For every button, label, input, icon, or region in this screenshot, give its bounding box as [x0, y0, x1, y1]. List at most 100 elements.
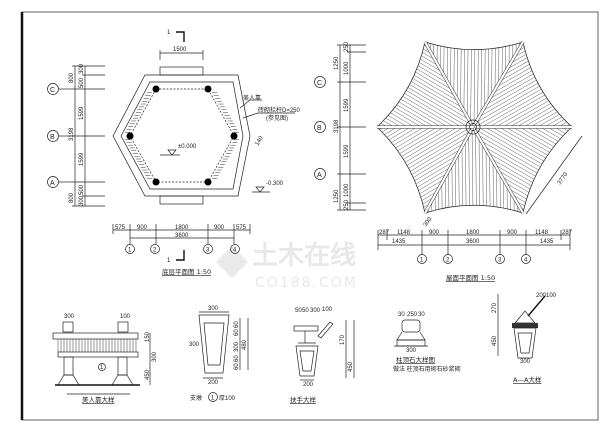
bench-detail: 1 300 100 150 300 450 美人靠大样 [52, 314, 158, 404]
hatch-line [399, 86, 469, 128]
outer-hexagon [112, 74, 251, 197]
hatch-line [392, 126, 438, 155]
hatch-line [386, 126, 418, 146]
axis-label: A [317, 172, 322, 179]
hatch-line [537, 111, 564, 128]
hatch-line [496, 167, 498, 213]
level-label: ±0.000 [178, 144, 197, 150]
level-symbol [160, 149, 180, 156]
drawing-title: 屋面平面图 1:50 [446, 274, 495, 282]
hatch-line [408, 71, 459, 102]
hatch-line [398, 89, 462, 128]
hatch-line [414, 59, 446, 78]
dim-label: 287 [562, 230, 573, 236]
axis-label: A [50, 180, 55, 187]
hatch-line [494, 42, 496, 90]
dim-label: 300 [64, 314, 75, 320]
dim-label: 500 [79, 184, 85, 195]
hatch-line [503, 58, 533, 76]
hatch-line [416, 56, 442, 72]
dim-label: 1599 [79, 106, 85, 120]
dim-label: 450 [145, 369, 151, 380]
hatch-line [413, 62, 449, 84]
dim-label: 300 [520, 359, 531, 365]
hatch-line [482, 143, 484, 213]
dim-label: 480 [242, 339, 248, 350]
roof-ridge-fill [472, 41, 524, 128]
column [152, 178, 160, 186]
dim-label: 250 [344, 41, 350, 52]
dim-label: 60 [234, 363, 240, 370]
dim-label: 900 [214, 225, 225, 231]
dim-label: 450 [348, 361, 354, 372]
dim-label: 30 [418, 312, 425, 318]
level-label: -0.300 [266, 181, 284, 187]
hatch-line [401, 83, 473, 126]
hatch-line [506, 55, 531, 70]
column [204, 178, 212, 186]
dim-label: 3770 [557, 171, 570, 186]
hatch-line [487, 152, 541, 184]
hatch-line [516, 103, 559, 128]
dim-label: 900 [429, 230, 440, 236]
hatch-line [409, 68, 456, 96]
hatch-line [384, 113, 408, 128]
hatch-line [413, 173, 448, 194]
dim-label: 450 [492, 335, 498, 346]
dim-label: 200 [303, 382, 314, 388]
detail-title: 厚100 [219, 395, 236, 402]
hatch-line [526, 126, 561, 147]
hatch-line [411, 65, 452, 90]
ground-floor-plan: 1 1 1500 ±0.000 -0.300 美人靠 砖砌栏杆D=250 (参见… [47, 30, 301, 276]
hatch-line [498, 170, 536, 193]
hatch-line [403, 137, 468, 176]
detail-title: 柱顶石大样图 [396, 355, 435, 364]
dim-label: 1148 [535, 230, 549, 236]
dim-label: 60 [234, 329, 240, 336]
axis-bubbles-rows: C B A [314, 76, 326, 180]
axis-label: 1 [420, 258, 424, 264]
dim-label: 1148 [397, 230, 411, 236]
pier-detail: 300 200 300 60 60 300 60 60 480 支墩 1 厚10… [189, 306, 249, 402]
hatch-line [386, 110, 415, 128]
note-label: 140 [255, 135, 266, 147]
dim-label: 300 [79, 63, 85, 74]
hatch-line [396, 92, 455, 128]
detail-title: A—A大样 [513, 375, 542, 384]
dim-label: 150 [145, 331, 151, 342]
hatch-line [403, 80, 469, 120]
hatch-line [484, 146, 542, 181]
hatch-line [491, 42, 493, 96]
dim-label: 170 [340, 334, 346, 345]
dim-label: 3198 [334, 119, 340, 133]
note-label: (参见图) [266, 114, 288, 122]
level-symbol [252, 186, 270, 193]
hatch-line [470, 42, 472, 123]
note-label: 砖砌栏杆D=250 [258, 106, 301, 114]
section-aa-detail: 200 100 270 450 300 A—A大样 [492, 293, 557, 384]
roof-ridge-fill [424, 41, 474, 128]
hatch-line [484, 42, 486, 108]
hatch-line [471, 128, 474, 213]
handrail-detail: 50 50 300 100 170 450 200 扶手大样 [290, 307, 355, 404]
hatch-line [385, 126, 411, 143]
dim-label: 900 [507, 230, 518, 236]
hatch-line [480, 42, 483, 114]
dim-label: 3600 [175, 233, 189, 239]
hatch-line [491, 126, 553, 163]
detail-title: 扶手大样 [290, 395, 317, 404]
dim-label: 100 [322, 307, 333, 313]
hatch-line [480, 140, 544, 178]
dim-label: 1800 [175, 225, 189, 231]
hatch-line [461, 146, 463, 213]
dim-label: 250 [344, 199, 350, 210]
detail-title: 支墩 [190, 394, 202, 402]
column-base-detail: 30 250 30 300 柱顶石大样图 做法 柱顶石用砌石砂浆砌 [393, 312, 461, 373]
hatch-line [499, 61, 535, 82]
axis-bubbles-rows: C B A [47, 83, 72, 188]
hatch-line [509, 100, 557, 128]
hatch-line [391, 101, 435, 128]
bench-hatch [125, 92, 239, 179]
roof-finial [465, 119, 481, 135]
dim-label: 1250 [334, 56, 340, 70]
